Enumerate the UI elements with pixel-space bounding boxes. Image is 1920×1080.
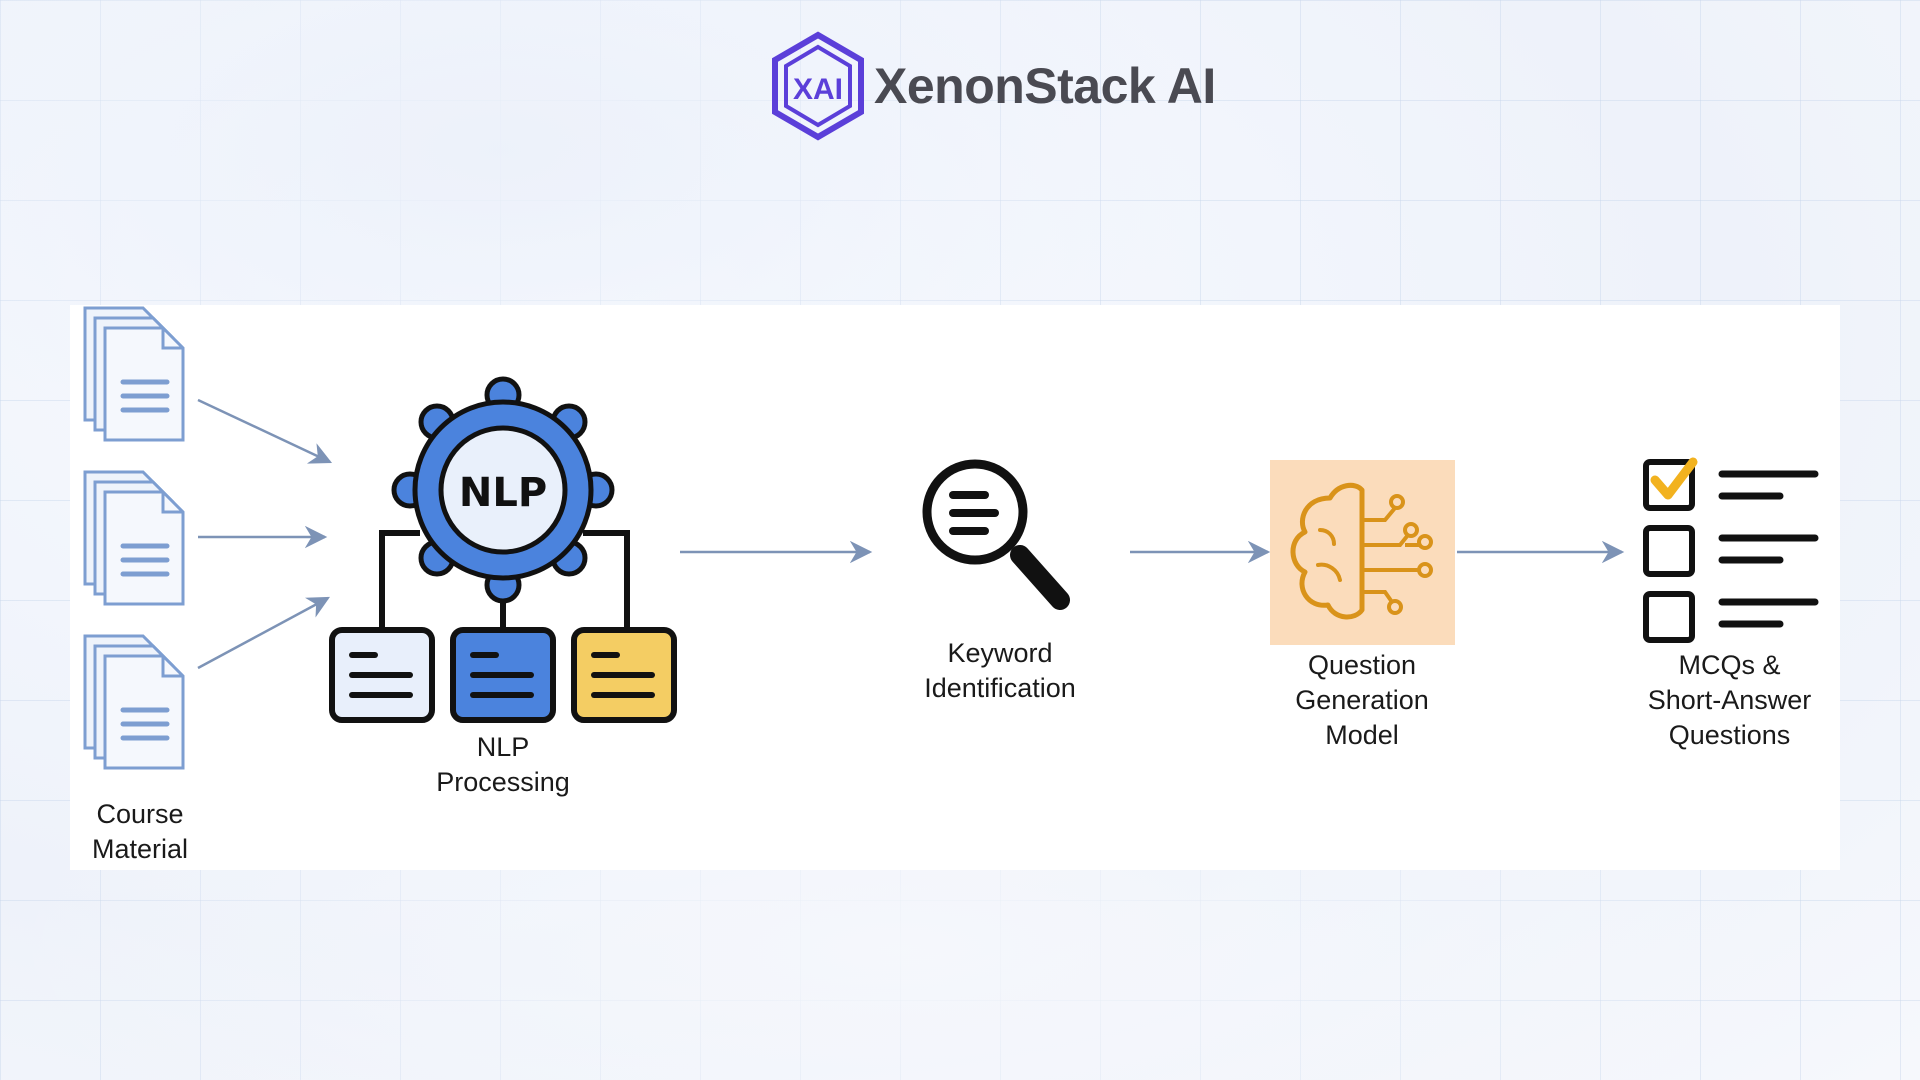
nlp-gear-icon: NLP [329, 376, 677, 723]
brand-name: XenonStack AI [874, 58, 1216, 114]
magnifier-icon [922, 459, 1070, 610]
logo-text: XAI [793, 73, 843, 106]
label-question-generation-model: Question Generation Model [1295, 650, 1429, 750]
document-stack-icon [85, 308, 183, 768]
document-icon [85, 472, 183, 604]
checkmark-icon [1650, 457, 1698, 500]
ai-brain-icon [1270, 460, 1455, 645]
document-icon [85, 308, 183, 440]
brand-header: XAI XenonStack AI [768, 30, 1216, 142]
xenonstack-logo-icon: XAI [772, 31, 864, 141]
arrow-doc1-to-nlp [197, 398, 333, 464]
document-icon [85, 636, 183, 768]
label-keyword-identification: Keyword Identification [924, 638, 1076, 703]
nlp-icon-text: NLP [459, 470, 547, 516]
diagram-panel [70, 305, 1840, 870]
arrow-doc3-to-nlp [197, 596, 330, 670]
label-course-material: Course Material [91, 799, 189, 864]
nlp-card-light [329, 627, 435, 723]
nlp-card-blue [450, 627, 556, 723]
label-nlp-processing: NLP Processing [436, 732, 570, 797]
checklist-icon [1643, 457, 1819, 643]
label-mcq-output: MCQs & Short-Answer Questions [1647, 650, 1812, 750]
nlp-card-yellow [571, 627, 677, 723]
